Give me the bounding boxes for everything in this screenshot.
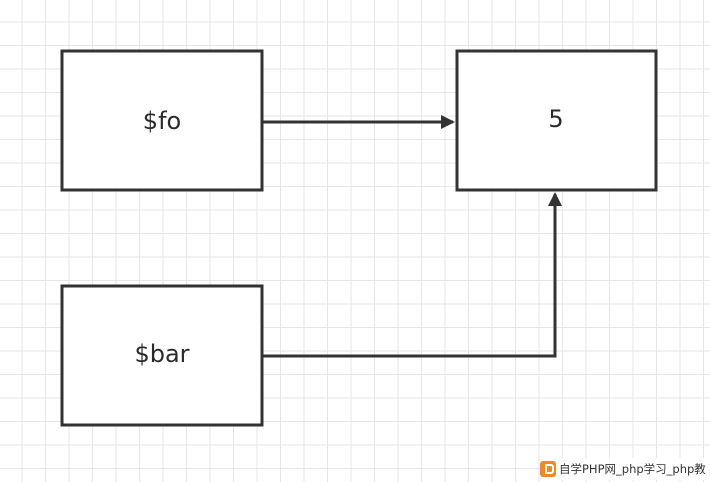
node-bar-label: $bar <box>134 340 189 368</box>
arrow-bar-to-value <box>262 192 562 358</box>
node-value-label: 5 <box>548 105 563 133</box>
node-foo[interactable]: $fo <box>60 49 264 192</box>
php-logo-icon <box>540 461 556 477</box>
watermark-text: 自学PHP网_php学习_php教 <box>559 462 706 476</box>
node-foo-label: $fo <box>143 107 181 135</box>
node-value[interactable]: 5 <box>455 49 658 192</box>
node-bar[interactable]: $bar <box>60 284 264 427</box>
watermark: 自学PHP网_php学习_php教 <box>540 458 710 480</box>
